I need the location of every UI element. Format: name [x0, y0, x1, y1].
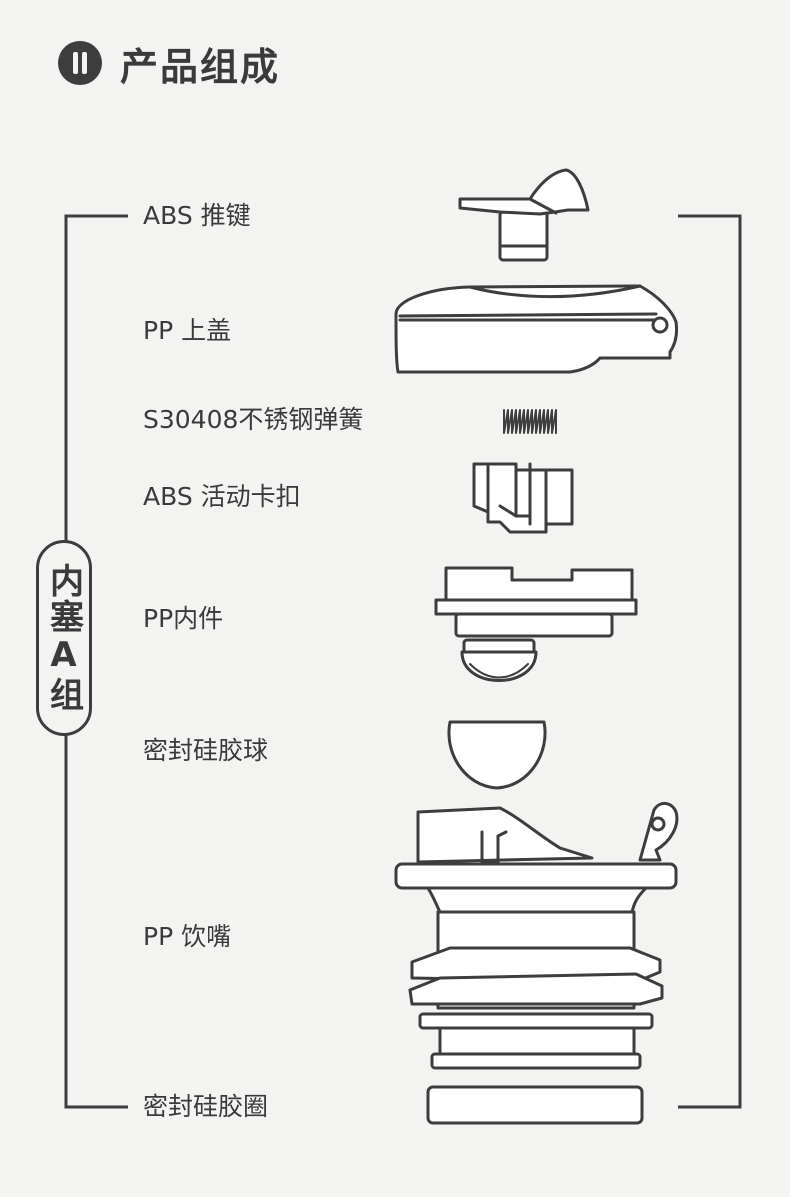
inner-part-drawing — [434, 566, 638, 682]
part-label-spring: S30408不锈钢弹簧 — [143, 405, 364, 434]
right-bracket — [678, 214, 742, 1109]
section-header: 产品组成 — [58, 38, 281, 89]
group-badge: 内塞A组 — [36, 540, 92, 736]
part-label-upper-lid: PP 上盖 — [143, 316, 232, 345]
group-name: 内塞A组 — [43, 563, 84, 713]
part-label-spout: PP 饮嘴 — [143, 922, 232, 951]
pause-icon — [58, 41, 102, 85]
page-title: 产品组成 — [120, 44, 281, 89]
part-label-seal-ball: 密封硅胶球 — [143, 736, 269, 765]
clip-drawing — [472, 462, 574, 534]
upper-lid-drawing — [394, 284, 678, 374]
push-key-drawing — [458, 168, 590, 262]
part-label-seal-ring: 密封硅胶圈 — [143, 1092, 269, 1121]
seal-ball-drawing — [447, 720, 547, 790]
spring-drawing — [503, 409, 557, 434]
part-label-push-key: ABS 推键 — [143, 201, 251, 230]
part-label-clip: ABS 活动卡扣 — [143, 482, 301, 511]
seal-ring-drawing — [426, 1085, 644, 1125]
spout-drawing — [394, 802, 679, 1070]
part-label-inner-part: PP内件 — [143, 604, 224, 633]
